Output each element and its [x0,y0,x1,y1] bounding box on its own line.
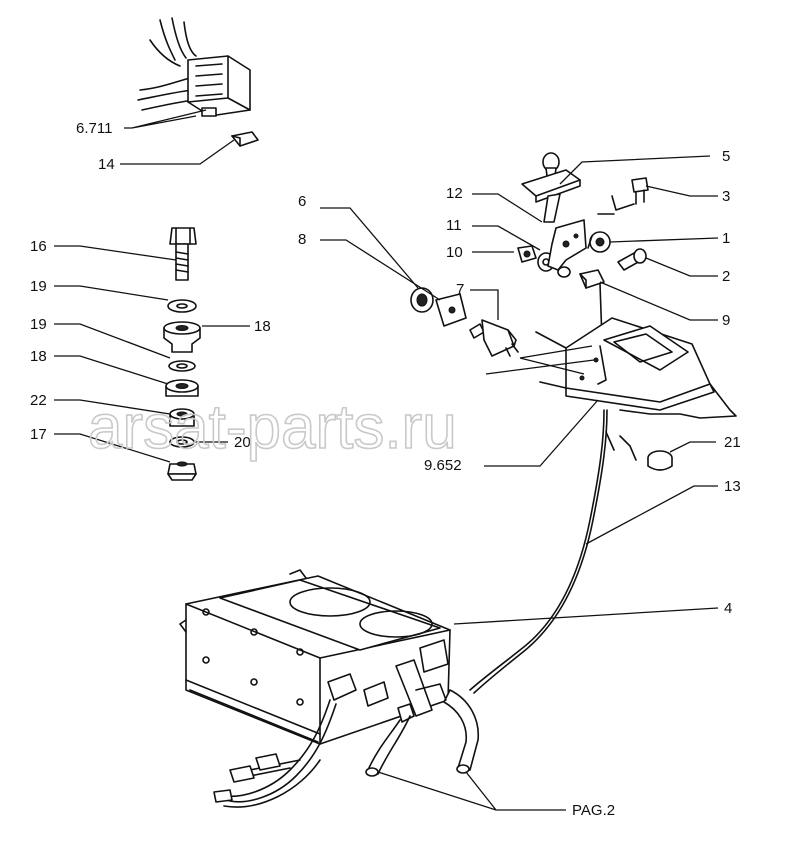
bolt-3 [631,177,649,205]
label-pag2: PAG.2 [572,802,615,819]
clip-9 [579,269,605,289]
label-22: 22 [30,392,47,409]
nut-10 [517,245,537,263]
cap-21 [647,450,673,471]
bracket-12 [547,219,587,278]
label-16: 16 [30,238,47,255]
pad-8 [435,293,467,327]
nut-17 [167,461,197,481]
switch-7 [469,319,519,357]
callout-labels: 6.711 14 16 19 19 18 18 22 17 20 6 8 7 1… [30,120,741,819]
label-19-top: 19 [30,278,47,295]
label-10: 10 [446,244,463,261]
label-18-right: 18 [254,318,271,335]
control-unit-4 [179,569,451,745]
shift-console-9652 [535,283,737,419]
watermark-text: arsat-parts.ru [88,393,457,462]
label-2: 2 [722,268,730,285]
connector-6711 [137,17,251,117]
label-12: 12 [446,185,463,202]
label-4: 4 [724,600,732,617]
label-19-lower: 19 [30,316,47,333]
label-18-left: 18 [30,348,47,365]
label-6: 6 [298,193,306,210]
lever-5 [521,152,581,223]
label-1: 1 [722,230,730,247]
hoses-pag2 [365,659,480,777]
screw-2 [617,248,647,271]
label-6711: 6.711 [76,120,112,137]
label-7: 7 [456,281,464,298]
leader-lines [54,109,719,811]
cable-13 [469,409,605,691]
bushing-18-top [163,321,201,353]
label-21: 21 [724,434,741,451]
label-3: 3 [722,188,730,205]
label-9652: 9.652 [424,457,462,474]
label-20: 20 [234,434,251,451]
bushing-18-lower [165,379,199,397]
spacer-22 [169,408,195,427]
label-8: 8 [298,231,306,248]
pivot-1 [587,231,611,253]
fuse-14 [231,131,259,147]
washer-19-lower [168,360,196,372]
washer-19-top [167,299,197,313]
label-9: 9 [722,312,730,329]
wiring-harness [219,699,337,803]
bolt-16 [169,227,197,281]
label-13: 13 [724,478,741,495]
grommet-6 [410,287,434,313]
label-11: 11 [446,217,462,234]
label-17: 17 [30,426,47,443]
label-5: 5 [722,148,730,165]
label-14: 14 [98,156,115,173]
